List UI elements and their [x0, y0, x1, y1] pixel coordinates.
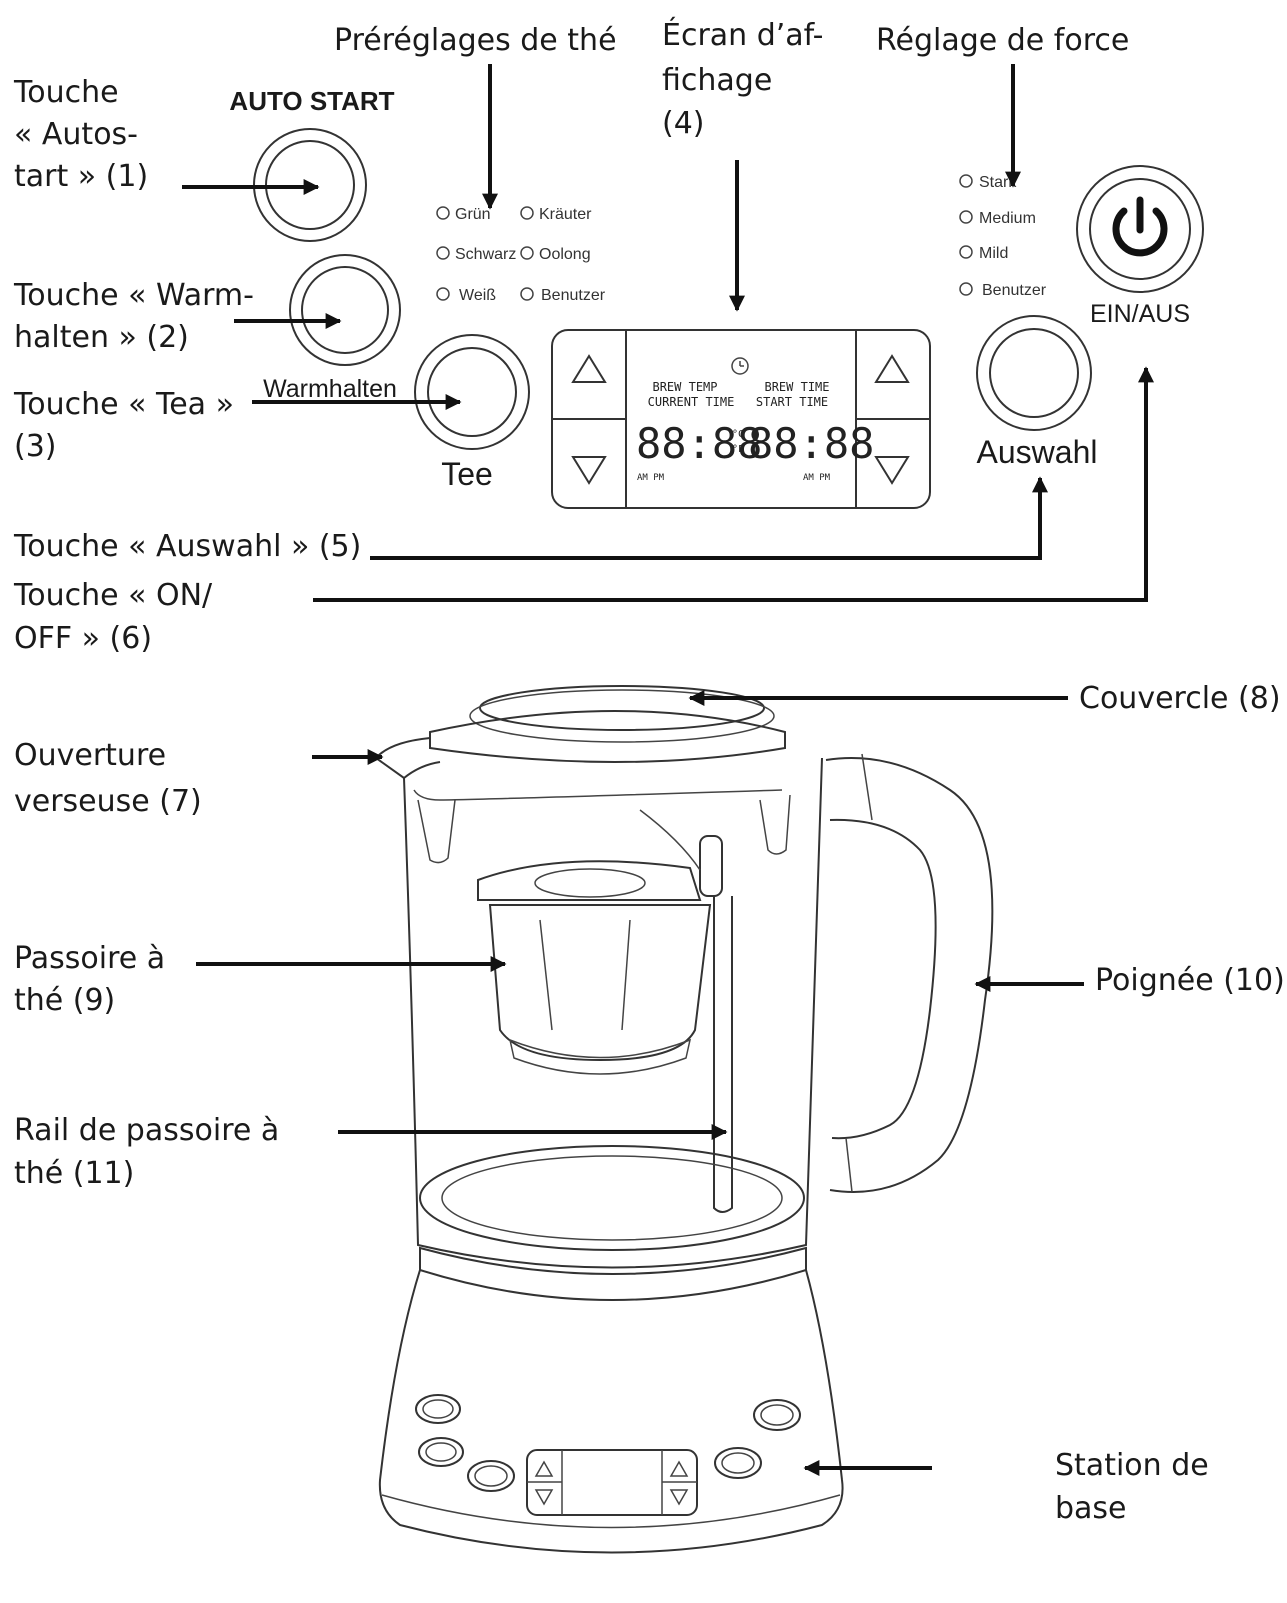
- label-select: Touche « Auswahl » (5): [13, 529, 361, 564]
- power-caption: EIN/AUS: [1090, 300, 1190, 328]
- strength-label: Medium: [979, 210, 1036, 227]
- lid: [479, 685, 765, 731]
- lcd-start-time: START TIME: [756, 395, 828, 409]
- tea-button-inner: [427, 347, 517, 437]
- base-station: [378, 1269, 844, 1554]
- preset-label: Weiß: [459, 287, 496, 304]
- preset-indicator: [436, 206, 450, 220]
- power-icon: [1112, 196, 1168, 257]
- label-spout: Ouverture verseuse (7): [14, 738, 202, 819]
- preset-indicator: [436, 246, 450, 260]
- strainer-lid: [477, 860, 702, 901]
- power-button[interactable]: [1076, 165, 1204, 293]
- preset-label: Kräuter: [539, 206, 592, 223]
- warmhalten-caption: Warmhalten: [263, 375, 397, 403]
- warmhalten-button-inner: [301, 266, 389, 354]
- tea-button[interactable]: [414, 334, 530, 450]
- power-button-inner: [1089, 178, 1191, 280]
- label-onoff: Touche « ON/ OFF » (6): [13, 578, 222, 656]
- label-screen: Écran d’af- fichage (4): [662, 17, 833, 141]
- jug-outline: [403, 757, 823, 1269]
- lcd-digits-left: 88:88: [636, 419, 762, 468]
- tea-presets: Grün Kräuter Schwarz Oolong Weiß Benutze…: [436, 206, 606, 304]
- lcd-current-time: CURRENT TIME: [648, 395, 735, 409]
- lcd-brew-time: BREW TIME: [764, 380, 829, 394]
- callout-labels-bottom: Couvercle (8) Ouverture verseuse (7) Pas…: [14, 681, 1285, 1526]
- autostart-caption: AUTO START: [229, 86, 394, 116]
- kettle-illustration: [374, 685, 994, 1554]
- preset-label: Grün: [455, 206, 491, 223]
- label-strength: Réglage de force: [876, 23, 1129, 58]
- strength-indicator: [959, 174, 973, 188]
- strainer-rail-top: [699, 835, 723, 897]
- strength-presets: Stark Medium Mild Benutzer: [959, 174, 1047, 299]
- preset-indicator: [520, 206, 534, 220]
- up-arrow-icon[interactable]: [874, 354, 910, 383]
- preset-indicator: [436, 287, 450, 301]
- lcd-digits-right: 88:88: [748, 419, 874, 468]
- preset-label: Benutzer: [541, 287, 606, 304]
- down-arrow-icon[interactable]: [571, 456, 607, 485]
- lcd-ampm-left: AM PM: [637, 473, 665, 483]
- preset-indicator: [520, 246, 534, 260]
- strength-indicator: [959, 282, 973, 296]
- callout-arrows-top: [182, 64, 1154, 602]
- auswahl-caption: Auswahl: [977, 434, 1098, 470]
- tea-caption: Tee: [441, 456, 493, 492]
- label-rail: Rail de passoire à thé (11): [14, 1113, 289, 1191]
- pour-spout: [374, 737, 441, 780]
- tea-strainer: [488, 904, 712, 1062]
- callout-arrows-bottom: [196, 690, 1084, 1476]
- label-warmhalten: Touche « Warm- halten » (2): [13, 278, 264, 355]
- strainer-rail: [713, 896, 733, 1213]
- lcd-fahrenheit: °F: [732, 444, 744, 455]
- strength-label: Mild: [979, 245, 1008, 262]
- auswahl-button[interactable]: [976, 315, 1092, 431]
- down-arrow-icon[interactable]: [874, 456, 910, 485]
- lcd-display: BREW TEMP CURRENT TIME BREW TIME START T…: [551, 329, 931, 509]
- callout-labels-top: Touche « Autos- tart » (1) Touche « Warm…: [13, 17, 1129, 656]
- label-base: Station de base: [1055, 1448, 1218, 1526]
- preset-label: Oolong: [539, 246, 591, 263]
- control-panel: AUTO START Warmhalten Tee Grün Kräuter S…: [229, 86, 1204, 509]
- lcd-celsius: °C: [732, 429, 744, 440]
- strength-indicator: [959, 245, 973, 259]
- label-strainer: Passoire à thé (9): [14, 941, 175, 1018]
- label-presets: Préréglages de thé: [334, 23, 617, 58]
- preset-label: Schwarz: [455, 246, 516, 263]
- clock-icon: [731, 357, 749, 375]
- up-arrow-icon[interactable]: [571, 354, 607, 383]
- handle-inner: [829, 818, 937, 1140]
- handle: [825, 757, 994, 1193]
- label-handle: Poignée (10): [1095, 963, 1285, 998]
- auswahl-button-inner: [989, 328, 1079, 418]
- lcd-brew-temp: BREW TEMP: [652, 380, 717, 394]
- preset-indicator: [520, 287, 534, 301]
- label-lid: Couvercle (8): [1079, 681, 1281, 716]
- warmhalten-button[interactable]: [289, 254, 401, 366]
- strength-label: Benutzer: [982, 282, 1047, 299]
- lcd-ampm-right: AM PM: [803, 473, 831, 483]
- label-autostart: Touche « Autos- tart » (1): [13, 75, 148, 194]
- label-tea: Touche « Tea » (3): [13, 387, 244, 464]
- strength-indicator: [959, 210, 973, 224]
